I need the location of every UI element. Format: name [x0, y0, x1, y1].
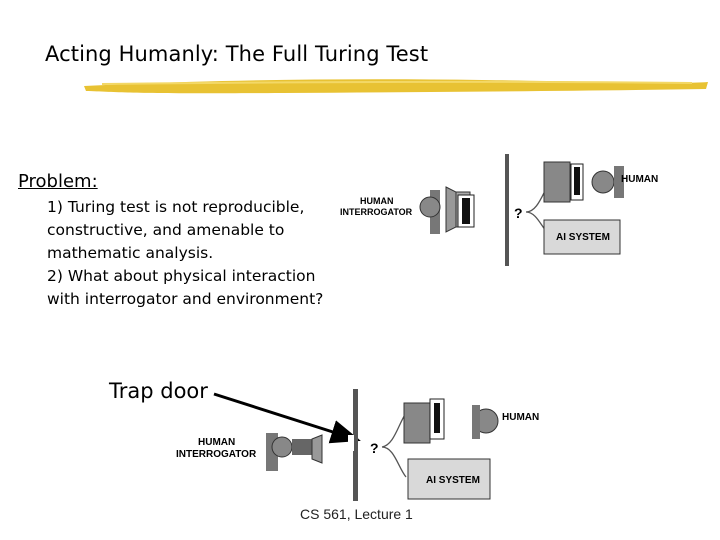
problem-item-1: 1) Turing test is not reproducible, cons…: [47, 198, 305, 262]
problem-label: Problem:: [18, 171, 98, 192]
question-mark: ?: [370, 440, 379, 456]
ai-system-box: [407, 458, 491, 500]
interrogator-label-line1: HUMAN: [198, 437, 235, 448]
trap-door-label: Trap door: [109, 379, 208, 403]
dividing-wall: [505, 154, 509, 266]
question-mark: ?: [514, 205, 523, 221]
problem-item-2: 2) What about physical interaction with …: [47, 267, 324, 308]
dividing-wall: [353, 389, 358, 501]
interrogator-label-line2: INTERROGATOR: [340, 207, 413, 217]
footer-text: CS 561, Lecture 1: [300, 506, 413, 522]
interrogator-label-line1: HUMAN: [360, 196, 394, 206]
human-figure-icon: [403, 398, 499, 444]
turing-test-diagram-top: ? HUMAN AI SYSTEM HUMAN INTERROGATOR: [340, 154, 658, 266]
human-label: HUMAN: [502, 412, 539, 423]
ai-system-box: [543, 219, 621, 255]
title-underline-brushstroke: [84, 79, 708, 94]
turing-test-diagram-bottom: HUMAN INTERROGATOR ? HUMAN AI SYSTEM: [176, 389, 539, 501]
slide-title: Acting Humanly: The Full Turing Test: [45, 42, 429, 66]
human-label: HUMAN: [621, 174, 658, 185]
ai-system-label: AI SYSTEM: [556, 232, 610, 243]
interrogator-figure-icon: [266, 433, 323, 471]
interrogator-label-line2: INTERROGATOR: [176, 449, 257, 460]
human-figure-icon: [543, 161, 624, 203]
ai-system-label: AI SYSTEM: [426, 475, 480, 486]
terminal-icon: [457, 194, 475, 228]
